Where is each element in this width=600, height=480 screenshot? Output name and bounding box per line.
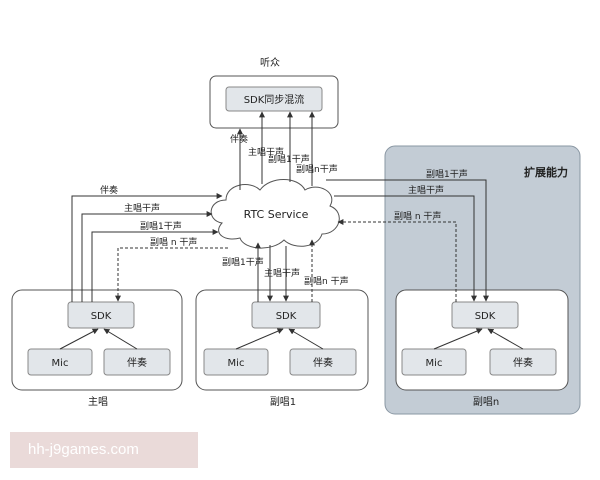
chorus1-sdk-label: SDK (276, 311, 297, 322)
listener-edge-cn-dry: 副唱n干声 (296, 163, 338, 175)
chorusn-accomp-label: 伴奏 (513, 356, 533, 369)
lead-singer-title: 主唱 (88, 396, 108, 408)
lead-accomp-label: 伴奏 (127, 356, 147, 369)
watermark: hh-j9games.com (10, 432, 198, 468)
sdk-mix-box (225, 86, 323, 112)
lead-sdk-box (67, 301, 135, 329)
rtc-service-cloud (210, 179, 340, 249)
lead-edge-accomp: 伴奏 (100, 184, 118, 196)
lead-edge-cn-dry: 副唱 n 干声 (150, 236, 197, 248)
lead-edge-lead-dry: 主唱干声 (124, 202, 160, 214)
chorusn-edge-c1-dry: 副唱1干声 (426, 168, 468, 180)
chorus1-edge-lead-dry: 主唱干声 (264, 267, 300, 279)
listener-edge-accomp: 伴奏 (230, 133, 248, 145)
rtc-service-label: RTC Service (244, 208, 309, 221)
lead-mic-label: Mic (52, 358, 69, 369)
sdk-mix-label: SDK同步混流 (244, 93, 305, 106)
chorus1-accomp-label: 伴奏 (313, 356, 333, 369)
chorus1-mic-label: Mic (228, 358, 245, 369)
chorusn-mic-label: Mic (426, 358, 443, 369)
listener-edge-c1-dry: 副唱1干声 (268, 153, 310, 165)
chorus1-edges (255, 239, 315, 302)
chorusn-edge-lead-dry: 主唱干声 (408, 184, 444, 196)
chorus1-sdk-box (251, 301, 321, 329)
chorusn-title: 副唱n (473, 396, 499, 408)
inner-arrows (59, 328, 524, 350)
lead-sdk-label: SDK (91, 311, 112, 322)
chorus1-edge-cn-dry: 副唱n 干声 (304, 275, 349, 287)
listener-edges (237, 111, 315, 190)
chorus1-title: 副唱1 (270, 396, 296, 408)
expand-label: 扩展能力 (524, 165, 568, 179)
listener-edge-lead-dry: 主唱干声 (248, 146, 284, 158)
listener-title: 听众 (260, 57, 280, 69)
chorusn-edges (326, 179, 489, 302)
chorusn-sdk-box (451, 301, 519, 329)
chorusn-sdk-label: SDK (475, 311, 496, 322)
chorusn-edge-cn-dry: 副唱 n 干声 (394, 210, 441, 222)
lead-edge-c1-dry: 副唱1干声 (140, 220, 182, 232)
chorus1-edge-c1-dry: 副唱1干声 (222, 256, 264, 268)
lead-edges (71, 193, 228, 302)
